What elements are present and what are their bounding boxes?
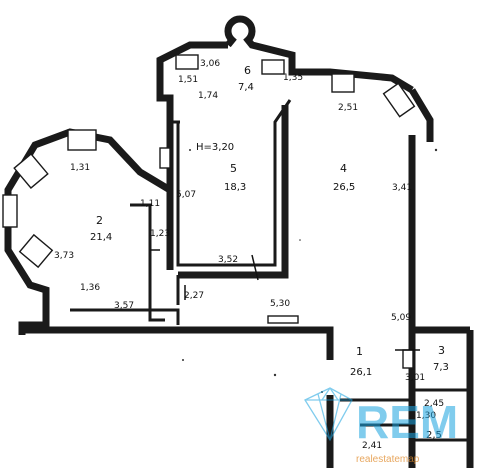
dim-341: 3,41 <box>392 183 412 193</box>
window-room-2-left <box>2 194 18 228</box>
room-6-area: 7,4 <box>238 82 254 93</box>
window-room-2-top <box>67 129 97 151</box>
dim-174: 1,74 <box>198 91 218 101</box>
dimension-labels: 3,06 1,74 1,31 1,35 2,51 1,51 1,11 5,07 … <box>54 59 444 451</box>
dim-507: 5,07 <box>176 190 196 200</box>
dim-301: 3,01 <box>405 373 425 383</box>
watermark: REM realestatemap <box>304 387 458 465</box>
room-4-number: 4 <box>340 162 347 175</box>
vent-corridor <box>267 315 299 324</box>
dim-241: 2,41 <box>362 441 382 451</box>
window-room-6-left <box>175 54 199 70</box>
dim-227: 2,27 <box>184 291 204 301</box>
outer-walls <box>4 15 474 468</box>
room-labels: 2 21,4 5 18,3 4 26,5 6 7,4 1 26,1 3 7,3 … <box>90 64 449 441</box>
dim-357: 3,57 <box>114 301 134 311</box>
watermark-sub: realestatemap <box>356 454 420 465</box>
dim-306: 3,06 <box>200 59 220 69</box>
watermark-brand: REM <box>356 396 458 448</box>
window-room-4-right <box>382 82 416 118</box>
dim-131: 1,31 <box>70 163 90 173</box>
dim-111: 1,11 <box>140 199 160 209</box>
window-room-2-lower-left <box>18 233 54 269</box>
dim-251: 2,51 <box>338 103 358 113</box>
room-6-number: 6 <box>244 64 251 77</box>
room-storage-area: 2,5 <box>426 430 442 441</box>
dim-530: 5,30 <box>270 299 290 309</box>
room-5-area: 18,3 <box>224 182 246 193</box>
watermark-diamond-icon <box>304 387 353 442</box>
dim-135: 1,35 <box>283 73 303 83</box>
dim-352: 3,52 <box>218 255 238 265</box>
room-3-area: 7,3 <box>433 362 449 373</box>
room-1-area: 26,1 <box>350 367 372 378</box>
windows <box>2 54 416 369</box>
dim-509: 5,09 <box>391 313 411 323</box>
dim-151: 1,51 <box>178 75 198 85</box>
dim-373: 3,73 <box>54 251 74 261</box>
room-5-number: 5 <box>230 162 237 175</box>
dim-136: 1,36 <box>80 283 100 293</box>
room-3-number: 3 <box>438 344 445 357</box>
window-room-2-upper-left <box>13 152 49 190</box>
window-room-6-right <box>261 59 285 75</box>
ceiling-height: H=3,20 <box>196 142 234 153</box>
dim-130: 1,30 <box>416 411 436 421</box>
door-markers <box>150 249 420 351</box>
room-4-area: 26,5 <box>333 182 355 193</box>
dim-245: 2,45 <box>424 399 444 409</box>
dim-123: 1,23 <box>150 229 170 239</box>
vent-room-1 <box>402 349 414 369</box>
vent-room-5 <box>159 147 171 169</box>
room-1-number: 1 <box>356 345 363 358</box>
room-2-area: 21,4 <box>90 232 112 243</box>
window-room-4-top <box>331 73 355 93</box>
room-2-number: 2 <box>96 214 103 227</box>
